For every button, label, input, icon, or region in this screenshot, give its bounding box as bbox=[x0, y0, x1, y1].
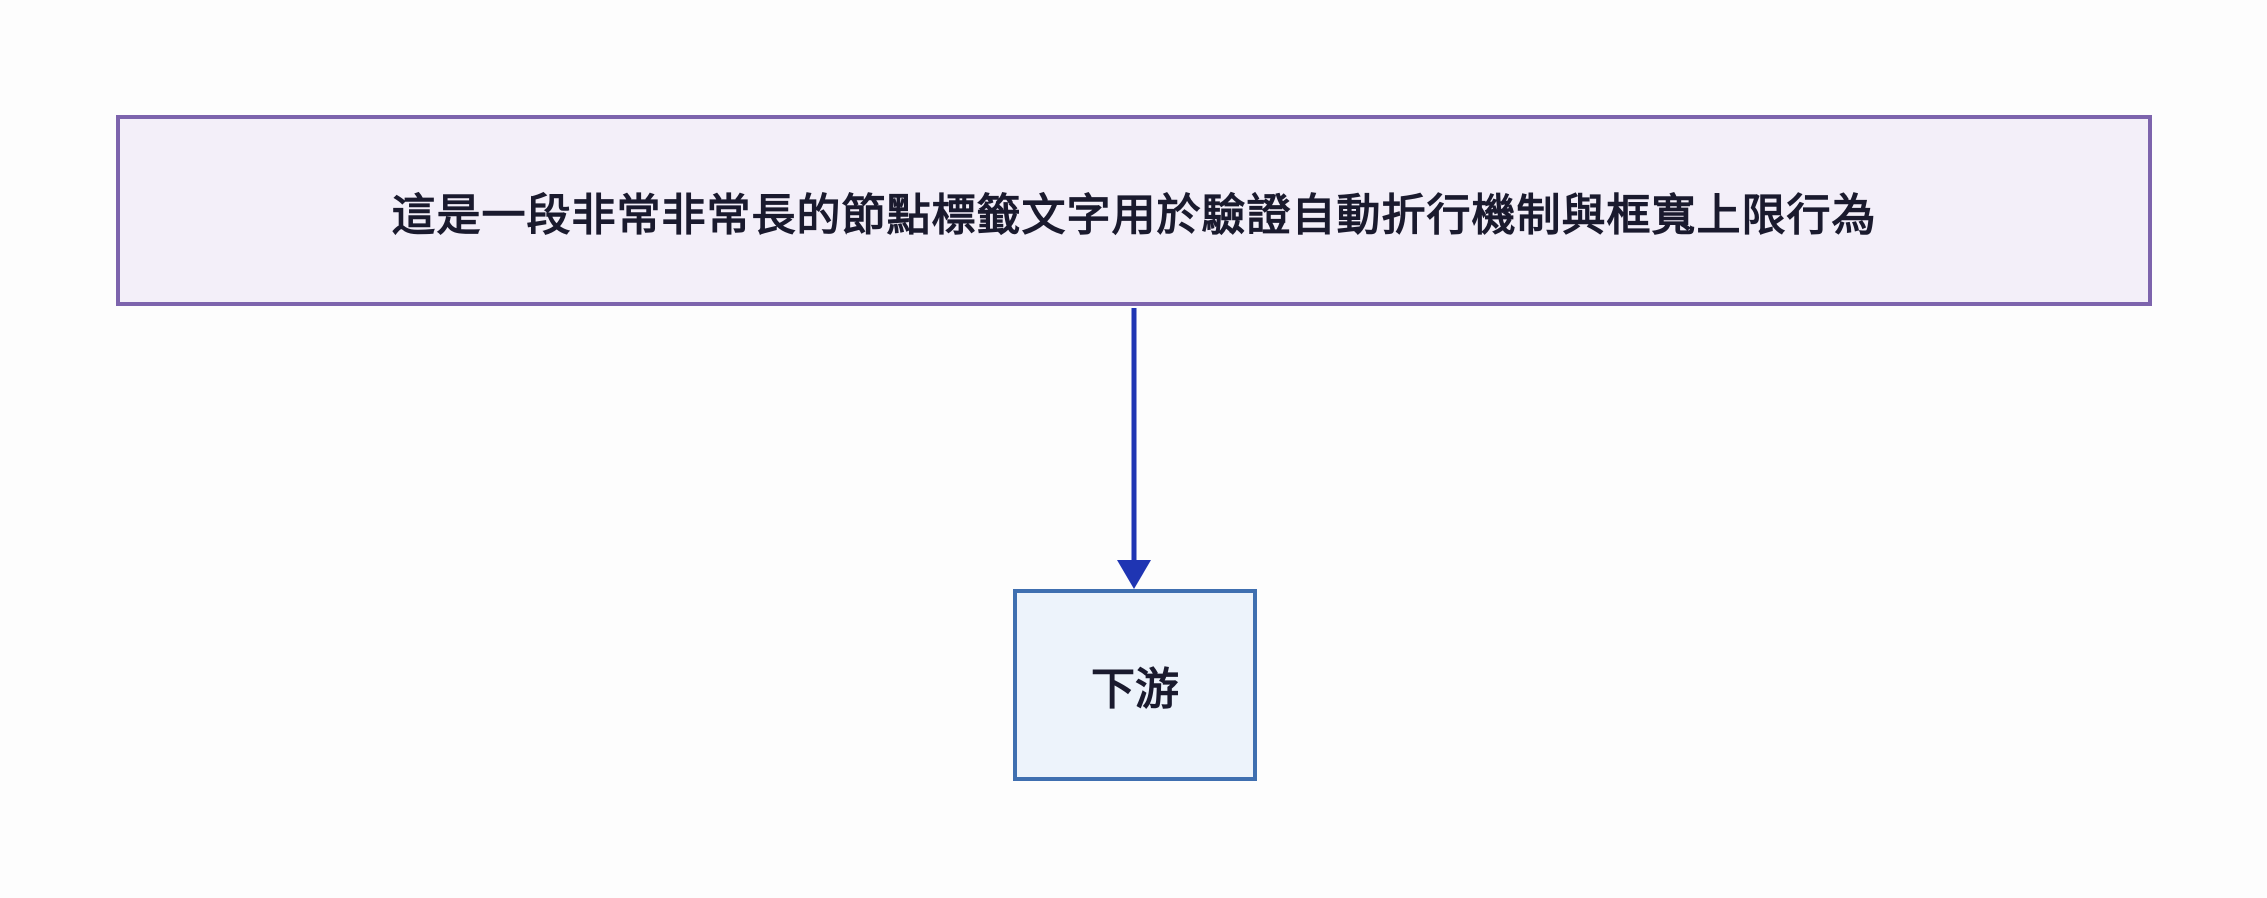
node-downstream-label: 下游 bbox=[1091, 664, 1179, 715]
node-downstream[interactable]: 下游 bbox=[1013, 589, 1257, 781]
node-upstream[interactable]: 這是一段非常非常長的節點標籤文字用於驗證自動折行機制與框寬上限行為 bbox=[116, 115, 2152, 306]
arrowhead-icon bbox=[1117, 560, 1151, 589]
node-upstream-label: 這是一段非常非常長的節點標籤文字用於驗證自動折行機制與框寬上限行為 bbox=[391, 189, 1877, 241]
